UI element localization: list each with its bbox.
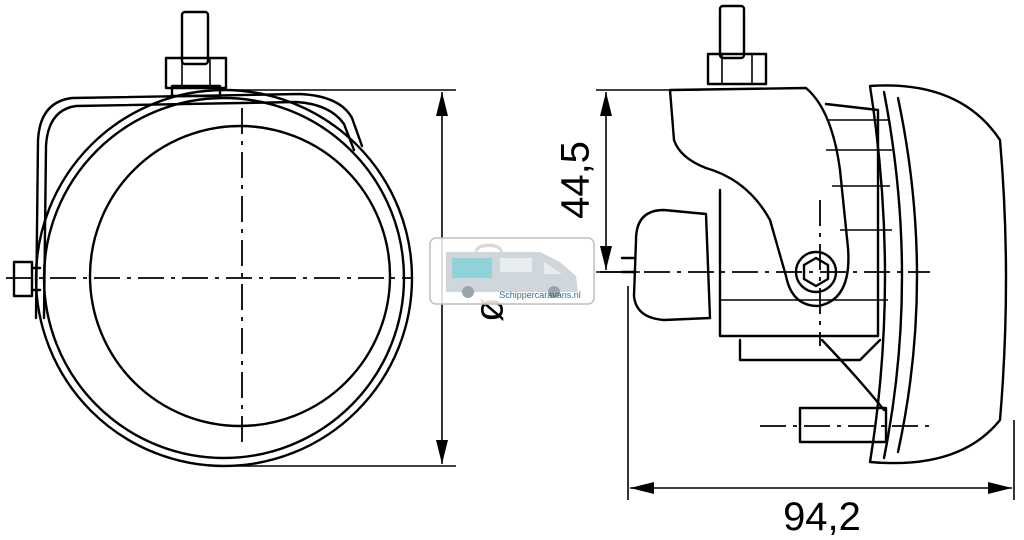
- lens: [88, 124, 392, 428]
- watermark: Schippercaravans.nl: [429, 237, 595, 305]
- height-label: 44,5: [554, 141, 598, 219]
- stud-nut: [164, 56, 228, 90]
- lens-rim: [868, 84, 1008, 465]
- side-bracket: [668, 86, 850, 308]
- depth-dimension: 94,2: [627, 286, 1015, 539]
- height-dimension: 44,5: [554, 89, 700, 273]
- side-view: [600, 4, 1008, 465]
- lamp-body: [718, 102, 880, 338]
- watermark-text: Schippercaravans.nl: [499, 290, 581, 300]
- depth-label: 94,2: [783, 495, 861, 539]
- connector: [632, 208, 712, 322]
- camper-van-icon: [446, 252, 578, 298]
- front-view: [6, 10, 414, 468]
- mounting-bracket: [34, 92, 364, 320]
- mounting-stud: [180, 10, 210, 66]
- lower-tab: [798, 406, 888, 444]
- side-bolt: [12, 260, 34, 298]
- housing-outer-ring: [34, 88, 414, 468]
